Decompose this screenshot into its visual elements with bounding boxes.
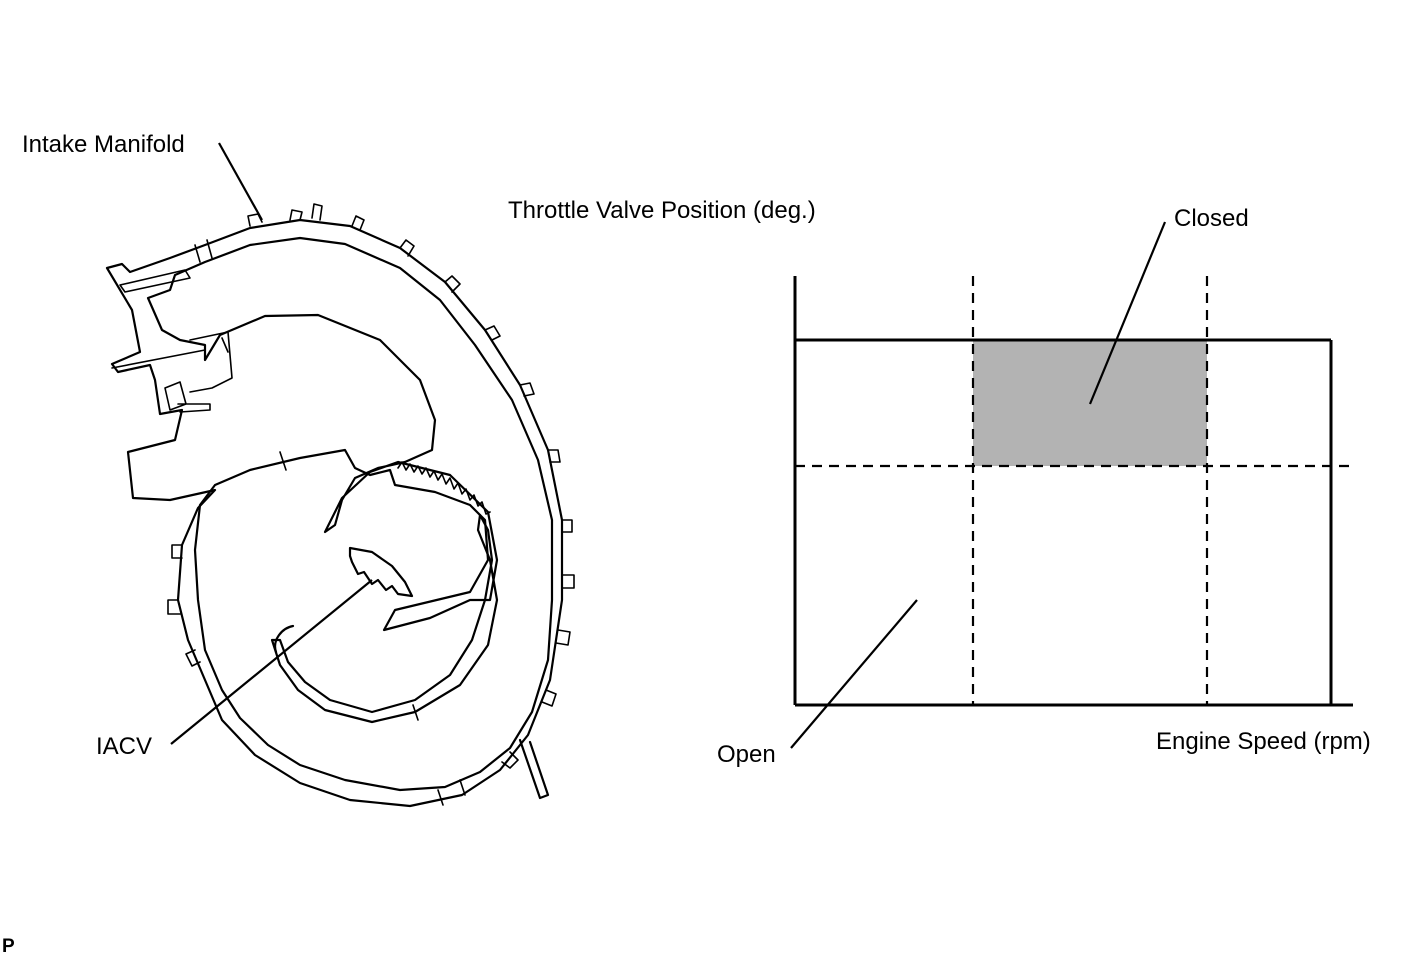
iacv-element <box>348 546 414 598</box>
iacv-chamber-wall <box>270 513 499 724</box>
fastener-marks <box>194 239 466 806</box>
figure-code: P <box>2 936 15 957</box>
flange-bracket <box>111 269 233 413</box>
pipe-stub <box>518 738 550 800</box>
iacv-leader <box>170 579 373 745</box>
operation-graph <box>793 276 1356 707</box>
manifold-inner-wall <box>146 236 554 792</box>
intake-manifold-drawing <box>105 203 575 808</box>
closed-leader <box>1088 221 1167 405</box>
manifold-outer-wall <box>105 218 564 808</box>
open-leader <box>790 599 918 749</box>
intake-manifold-leader <box>218 142 263 221</box>
manifold-bolt-bosses <box>167 203 575 769</box>
chamber-arc <box>274 624 295 654</box>
engine-speed-axis-label: Engine Speed (rpm) <box>1156 728 1371 755</box>
iacv-label: IACV <box>96 733 152 760</box>
closed-label: Closed <box>1174 205 1249 232</box>
open-label: Open <box>717 741 776 768</box>
throttle-position-axis-label: Throttle Valve Position (deg.) <box>508 197 816 224</box>
bypass-comb <box>397 461 491 515</box>
intake-manifold-label: Intake Manifold <box>22 131 185 158</box>
